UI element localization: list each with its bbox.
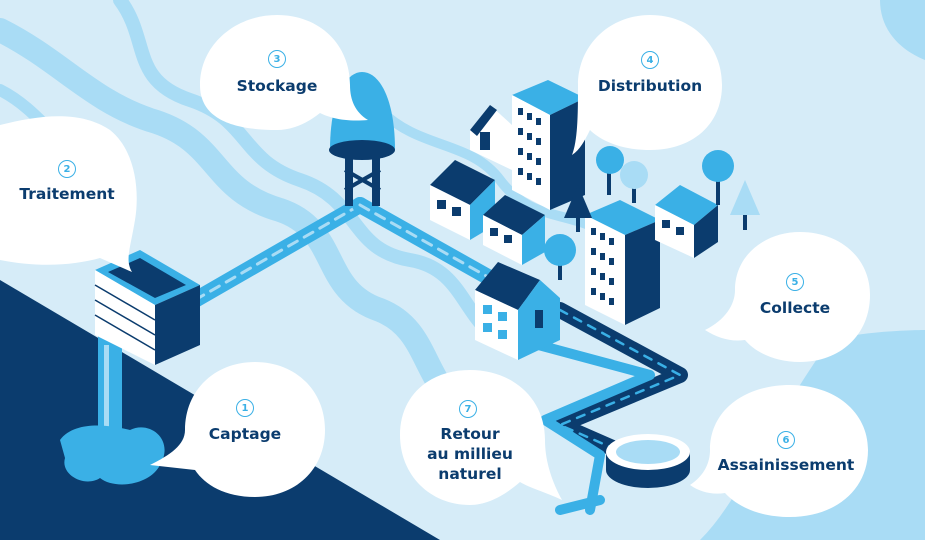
bubbles [0,15,870,517]
house-icon [470,105,512,170]
step-label-distribution: Distribution [597,77,703,95]
step-number-1: 1 [236,399,254,417]
bubble-assainissement [690,385,868,517]
bubble-stockage [200,15,368,130]
step-label-assainissement: Assainissement [717,456,855,474]
step-number-7: 7 [459,400,477,418]
bubble-collecte [705,232,870,362]
house-icon [475,262,560,360]
step-label-retour-line-3: naturel [438,465,502,483]
step-number-5: 5 [786,273,804,291]
building-icon [512,80,585,210]
bubble-retour [400,370,562,505]
river-icon [0,0,605,432]
bubble-traitement [0,116,137,272]
step-label-collecte: Collecte [759,299,831,317]
step-number-3: 3 [268,50,286,68]
step-label-stockage: Stockage [236,77,318,95]
house-icon [655,185,718,258]
step-number-6: 6 [777,431,795,449]
lake-shape-top [880,0,925,60]
wastewater-tank-icon [606,434,690,488]
water-source-icon [60,335,165,485]
step-label-captage: Captage [208,425,282,443]
building-icon [585,200,660,325]
bubble-distribution [572,15,722,155]
step-number-2: 2 [58,160,76,178]
step-label-traitement: Traitement [19,185,115,203]
step-label-retour-line-1: Retour [440,425,500,443]
trees-icon [544,146,760,280]
step-number-4: 4 [641,51,659,69]
bubble-captage [150,362,325,497]
house-icon [483,195,545,265]
step-label-retour-line-2: au millieu [427,445,513,463]
step-label-retour: Retour au millieu naturel [405,424,535,484]
